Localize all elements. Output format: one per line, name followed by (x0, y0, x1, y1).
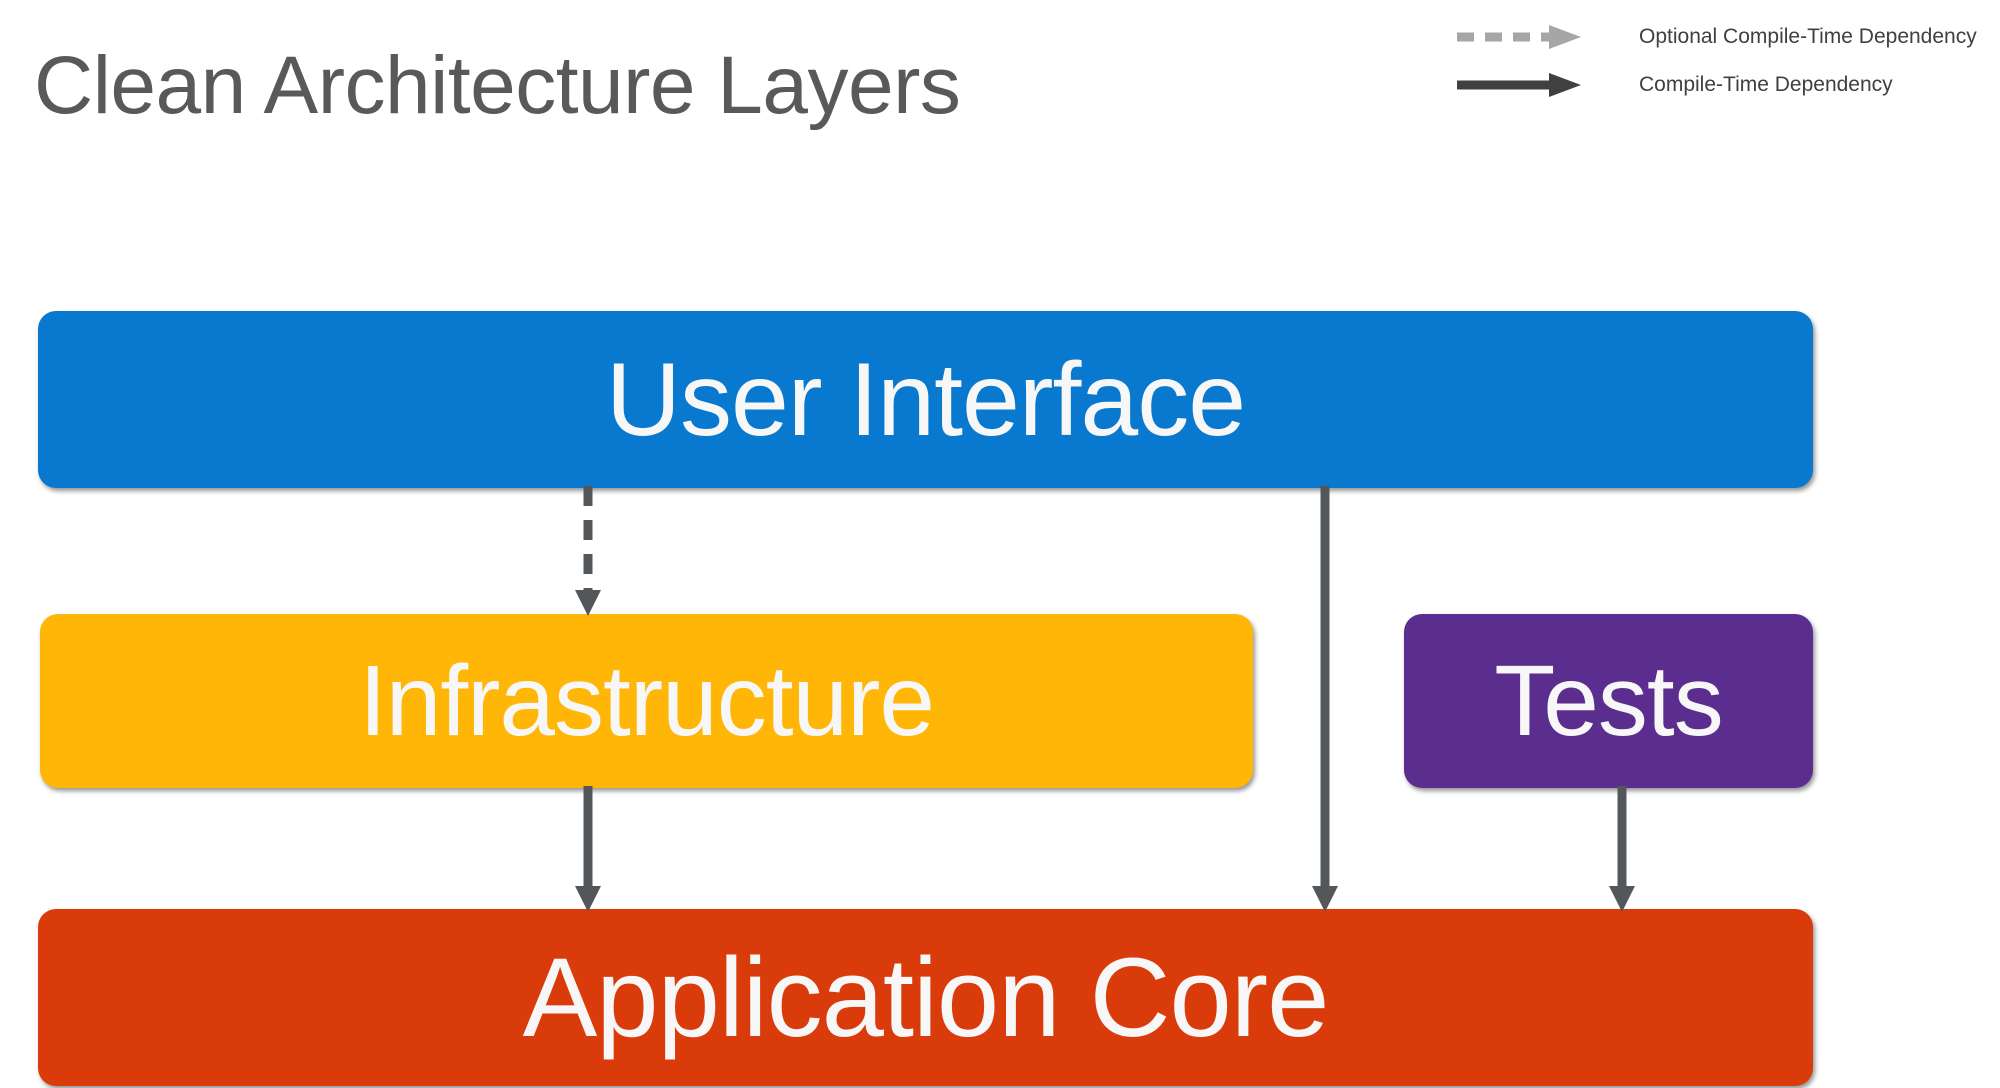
layer-box-infrastructure[interactable]: Infrastructure (40, 614, 1253, 788)
legend-label-compile-time-dependency: Compile-Time Dependency (1639, 73, 1893, 96)
connector-user-interface-to-application-core (1305, 486, 1345, 914)
legend-item-compile-time-dependency: Compile-Time Dependency (1455, 68, 2000, 102)
layer-label-infrastructure: Infrastructure (358, 645, 935, 757)
page-title: Clean Architecture Layers (34, 40, 961, 131)
connector-ui-to-infrastructure (568, 486, 608, 618)
connector-infrastructure-to-application-core (568, 786, 608, 914)
legend: Optional Compile-Time Dependency Compile… (1455, 14, 2000, 104)
layer-label-user-interface: User Interface (605, 341, 1246, 458)
connector-tests-to-application-core (1602, 786, 1642, 914)
layer-box-user-interface[interactable]: User Interface (38, 311, 1813, 488)
legend-item-optional-compile-time-dependency: Optional Compile-Time Dependency (1455, 20, 2000, 54)
dashed-arrow-icon (1455, 20, 1585, 54)
layer-label-tests: Tests (1494, 645, 1723, 757)
layer-label-application-core: Application Core (522, 934, 1330, 1060)
solid-arrow-icon (1455, 68, 1585, 102)
layer-box-application-core[interactable]: Application Core (38, 909, 1813, 1086)
legend-label-optional-compile-time-dependency: Optional Compile-Time Dependency (1639, 25, 1977, 48)
layer-box-tests[interactable]: Tests (1404, 614, 1813, 788)
